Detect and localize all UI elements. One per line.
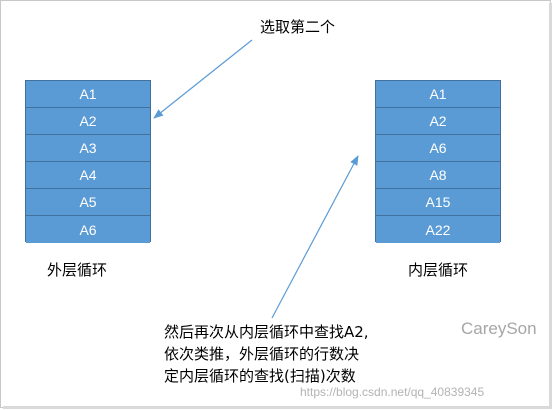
outer-loop-cell: A6 — [26, 216, 150, 243]
search-arrow — [271, 155, 359, 319]
explanation-note: 然后再次从内层循环中查找A2, 依次类推，外层循环的行数决 定内层循环的查找(扫… — [164, 321, 369, 387]
outer-loop-cell: A2 — [26, 108, 150, 135]
inner-loop-cell: A1 — [376, 81, 500, 108]
outer-loop-label: 外层循环 — [47, 261, 108, 279]
outer-loop-cell: A4 — [26, 162, 150, 189]
outer-loop-stack: A1 A2 A3 A4 A5 A6 — [25, 80, 151, 243]
pick-annotation: 选取第二个 — [260, 18, 336, 36]
outer-loop-cell: A5 — [26, 189, 150, 216]
inner-loop-cell: A2 — [376, 108, 500, 135]
watermark-brand: CareySon — [461, 319, 537, 338]
frame-shadow — [3, 406, 552, 409]
note-line: 然后再次从内层循环中查找A2, — [164, 323, 369, 341]
inner-loop-cell: A22 — [376, 216, 500, 243]
inner-loop-cell: A6 — [376, 135, 500, 162]
frame-shadow — [549, 3, 552, 409]
outer-loop-cell: A3 — [26, 135, 150, 162]
note-line: 定内层循环的查找(扫描)次数 — [164, 367, 356, 385]
inner-loop-cell: A15 — [376, 189, 500, 216]
outer-loop-cell: A1 — [26, 81, 150, 108]
watermark-url: https://blog.csdn.net/qq_40839345 — [300, 385, 485, 399]
inner-loop-stack: A1 A2 A6 A8 A15 A22 — [375, 80, 501, 243]
note-line: 依次类推，外层循环的行数决 — [164, 345, 360, 363]
pick-arrow — [153, 39, 253, 119]
inner-loop-cell: A8 — [376, 162, 500, 189]
inner-loop-label: 内层循环 — [408, 261, 469, 279]
